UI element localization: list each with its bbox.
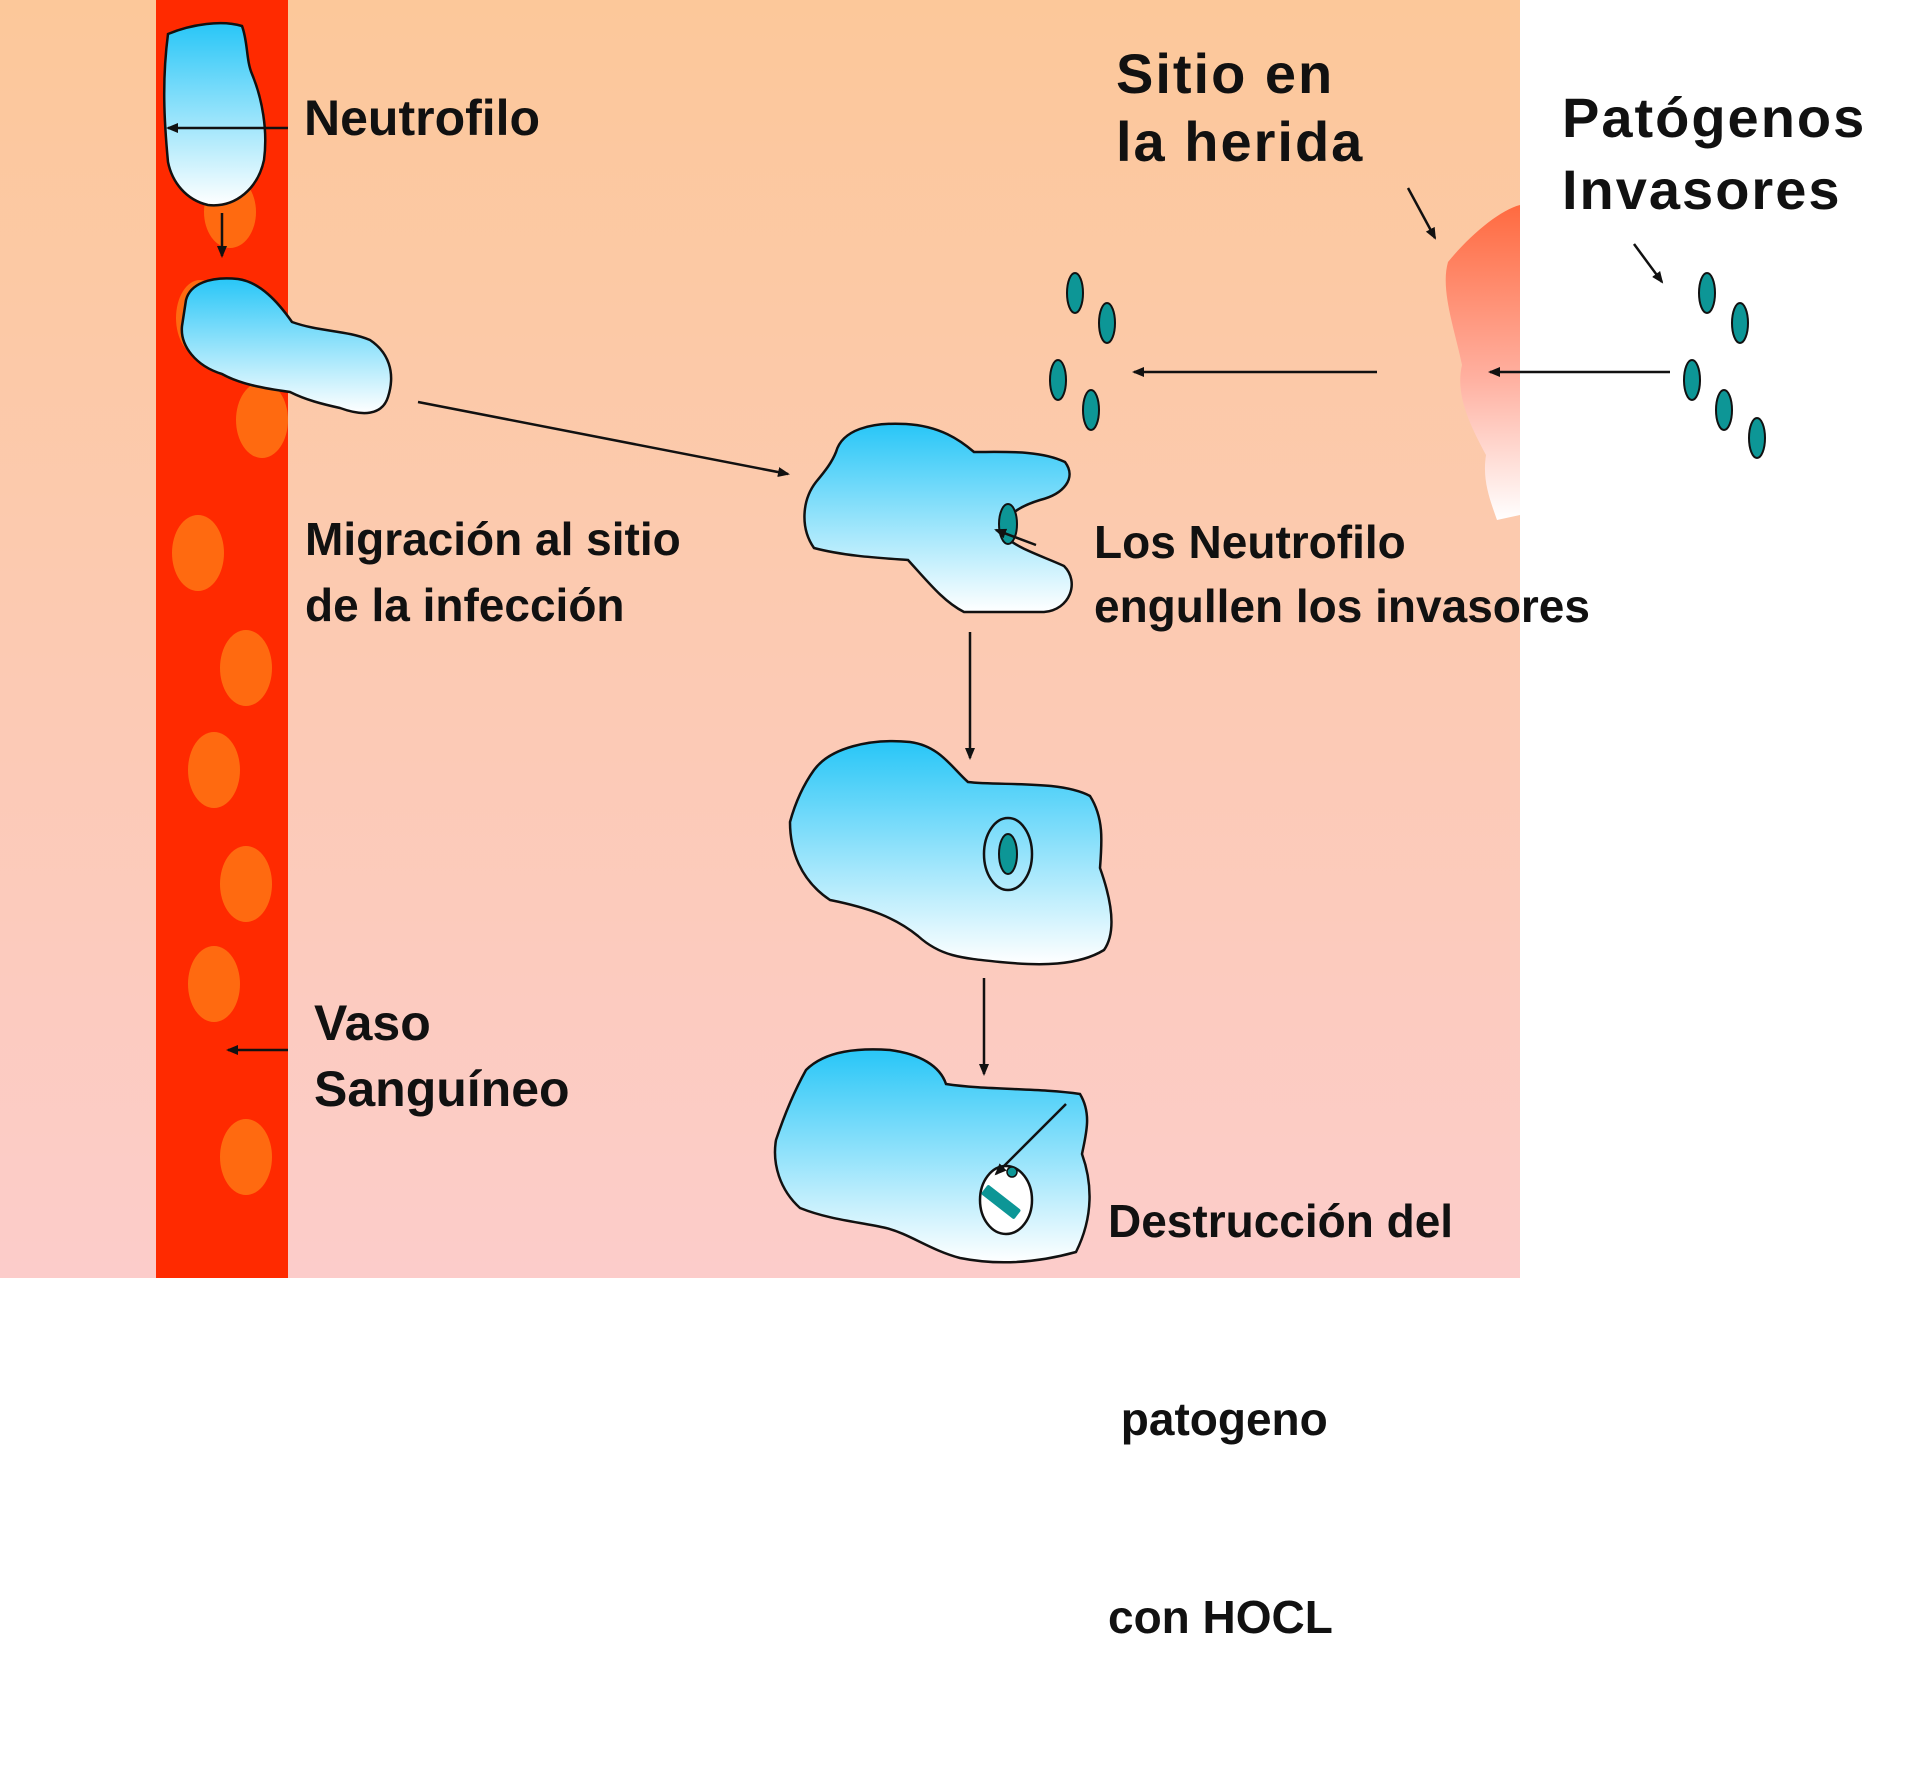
pathogen-icon [1731, 302, 1749, 344]
engulf-label-line-1: Los Neutrofilo [1094, 516, 1406, 568]
red-blood-cell-icon [172, 515, 224, 591]
red-blood-cell-icon [220, 630, 272, 706]
neutrophil-cell-icon [180, 277, 393, 415]
migration-label: Migración al sitio de la infección [305, 506, 681, 638]
wound-icon [1445, 205, 1520, 520]
pathogen-icon [1698, 272, 1716, 314]
destruction-label: Destrucción del patogeno con HOCL [1108, 1056, 1453, 1782]
engulf-label-line-2: engullen los invasores [1094, 580, 1590, 632]
wound-site-label-line-2: la herida [1116, 110, 1365, 173]
wound-site-label: Sitio en la herida [1116, 40, 1364, 176]
migration-label-line-2: de la infección [305, 579, 625, 631]
invading-pathogens-label-line-2: Invasores [1562, 158, 1842, 221]
invading-pathogens-label: Patógenos Invasores [1562, 82, 1866, 226]
pathogen-icon [1715, 389, 1733, 431]
engulf-label: Los Neutrofilo engullen los invasores [1094, 510, 1590, 638]
neutrophil-response-diagram: Neutrofilo Migración al sitio de la infe… [0, 0, 1920, 1643]
neutrophil-cell-icon [788, 739, 1113, 966]
red-blood-cell-icon [220, 846, 272, 922]
pathogen-group-outside [1683, 272, 1766, 459]
outside-area [1520, 0, 1920, 1278]
wound-site-pointer-arrow [1406, 187, 1437, 240]
phagosome-icon [982, 816, 1034, 892]
diagram-canvas [0, 0, 1920, 1278]
neutrophil-label-text: Neutrofilo [304, 90, 541, 146]
engulf-pointer-arrow [994, 528, 1037, 547]
vessel-label-line-2: Sanguíneo [314, 1061, 570, 1117]
destruction-label-line-2: patogeno [1108, 1393, 1328, 1445]
pathogen-icon [1098, 302, 1116, 344]
vessel-label-line-1: Vaso [314, 995, 431, 1051]
red-blood-cell-icon [188, 946, 240, 1022]
pathogen-icon [1066, 272, 1084, 314]
pathogen-icon [1748, 417, 1766, 459]
neutrophil-label: Neutrofilo [304, 88, 540, 148]
pathogen-icon [998, 833, 1018, 875]
wound-site-label-line-1: Sitio en [1116, 42, 1335, 105]
red-blood-cell-icon [188, 732, 240, 808]
red-blood-cell-icon [220, 1119, 272, 1195]
migration-label-line-1: Migración al sitio [305, 513, 681, 565]
hocl-pointer-arrow [994, 1103, 1067, 1176]
invading-pathogens-label-line-1: Patógenos [1562, 86, 1867, 149]
pathogen-icon [1683, 359, 1701, 401]
vessel-label: Vaso Sanguíneo [314, 990, 570, 1122]
neutrophil-cell-icon [803, 422, 1073, 614]
invaders-pointer-arrow [1632, 243, 1664, 284]
pathogen-group-tissue [1049, 272, 1116, 431]
red-blood-cell-icon [236, 382, 288, 458]
neutrophil-cell-icon [162, 21, 267, 207]
destruction-label-line-3: con HOCL [1108, 1591, 1333, 1643]
destruction-label-line-1: Destrucción del [1108, 1195, 1454, 1247]
pathogen-icon [1082, 389, 1100, 431]
pathogen-icon [1049, 359, 1067, 401]
migration-arrow [417, 400, 790, 477]
destroyed-pathogen-icon [981, 1166, 1021, 1219]
